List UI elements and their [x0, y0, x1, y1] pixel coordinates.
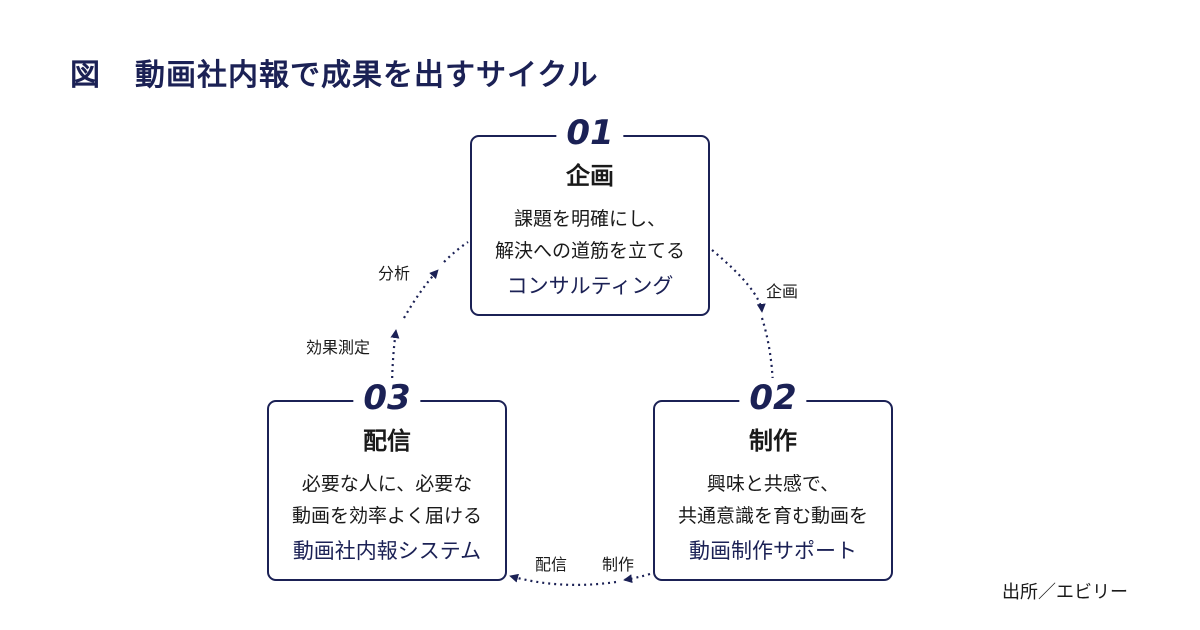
- title-text: 動画社内報で成果を出すサイクル: [135, 58, 599, 93]
- step-description-line: 解決への道筋を立てる: [494, 240, 685, 262]
- figure-label: 図: [70, 58, 101, 93]
- step-description: 興味と共感で、 共通意識を育む動画を: [655, 468, 891, 532]
- arrow-deliver-to-measure: [390, 329, 400, 391]
- step-description: 課題を明確にし、 解決への道筋を立てる: [472, 203, 708, 267]
- step-number: 03: [353, 378, 421, 418]
- arrow-produce-to-deliver: [623, 572, 651, 584]
- step-description-line: 課題を明確にし、: [513, 208, 666, 230]
- edge-label-produce: 制作: [602, 555, 635, 574]
- diagram-title: 図動画社内報で成果を出すサイクル: [70, 50, 599, 94]
- edge-label-deliver: 配信: [535, 555, 568, 574]
- arrow-plan-to-produce-tail: [760, 317, 775, 389]
- step-description-line: 興味と共感で、: [706, 473, 840, 495]
- step-card-plan: 01 企画 課題を明確にし、 解決への道筋を立てる コンサルティング: [470, 113, 710, 316]
- step-description: 必要な人に、必要な 動画を効率よく届ける: [269, 468, 505, 532]
- step-heading: 制作: [749, 427, 797, 455]
- edge-label-analyze: 分析: [378, 264, 411, 283]
- step-service: 動画社内報システム: [292, 539, 482, 563]
- step-service: コンサルティング: [506, 274, 674, 298]
- step-heading: 企画: [566, 162, 614, 190]
- step-card-deliver: 03 配信 必要な人に、必要な 動画を効率よく届ける 動画社内報システム: [267, 378, 507, 581]
- step-service: 動画制作サポート: [689, 539, 857, 563]
- edge-label-plan: 企画: [766, 282, 799, 301]
- arrow-measure-to-analyze: [403, 269, 439, 319]
- step-description-line: 動画を効率よく届ける: [291, 505, 482, 527]
- arrow-produce-to-deliver-tail: [509, 573, 617, 587]
- arrow-plan-to-produce: [711, 249, 766, 313]
- arrow-analyze-to-plan: [443, 241, 469, 263]
- step-description-line: 共通意識を育む動画を: [677, 505, 868, 527]
- step-number: 01: [556, 113, 624, 153]
- step-number: 02: [739, 378, 807, 418]
- step-heading: 配信: [363, 427, 411, 455]
- step-card-produce: 02 制作 興味と共感で、 共通意識を育む動画を 動画制作サポート: [653, 378, 893, 581]
- edge-label-measure: 効果測定: [306, 338, 371, 357]
- source-credit: 出所／エビリー: [1002, 582, 1128, 603]
- step-description-line: 必要な人に、必要な: [301, 473, 473, 495]
